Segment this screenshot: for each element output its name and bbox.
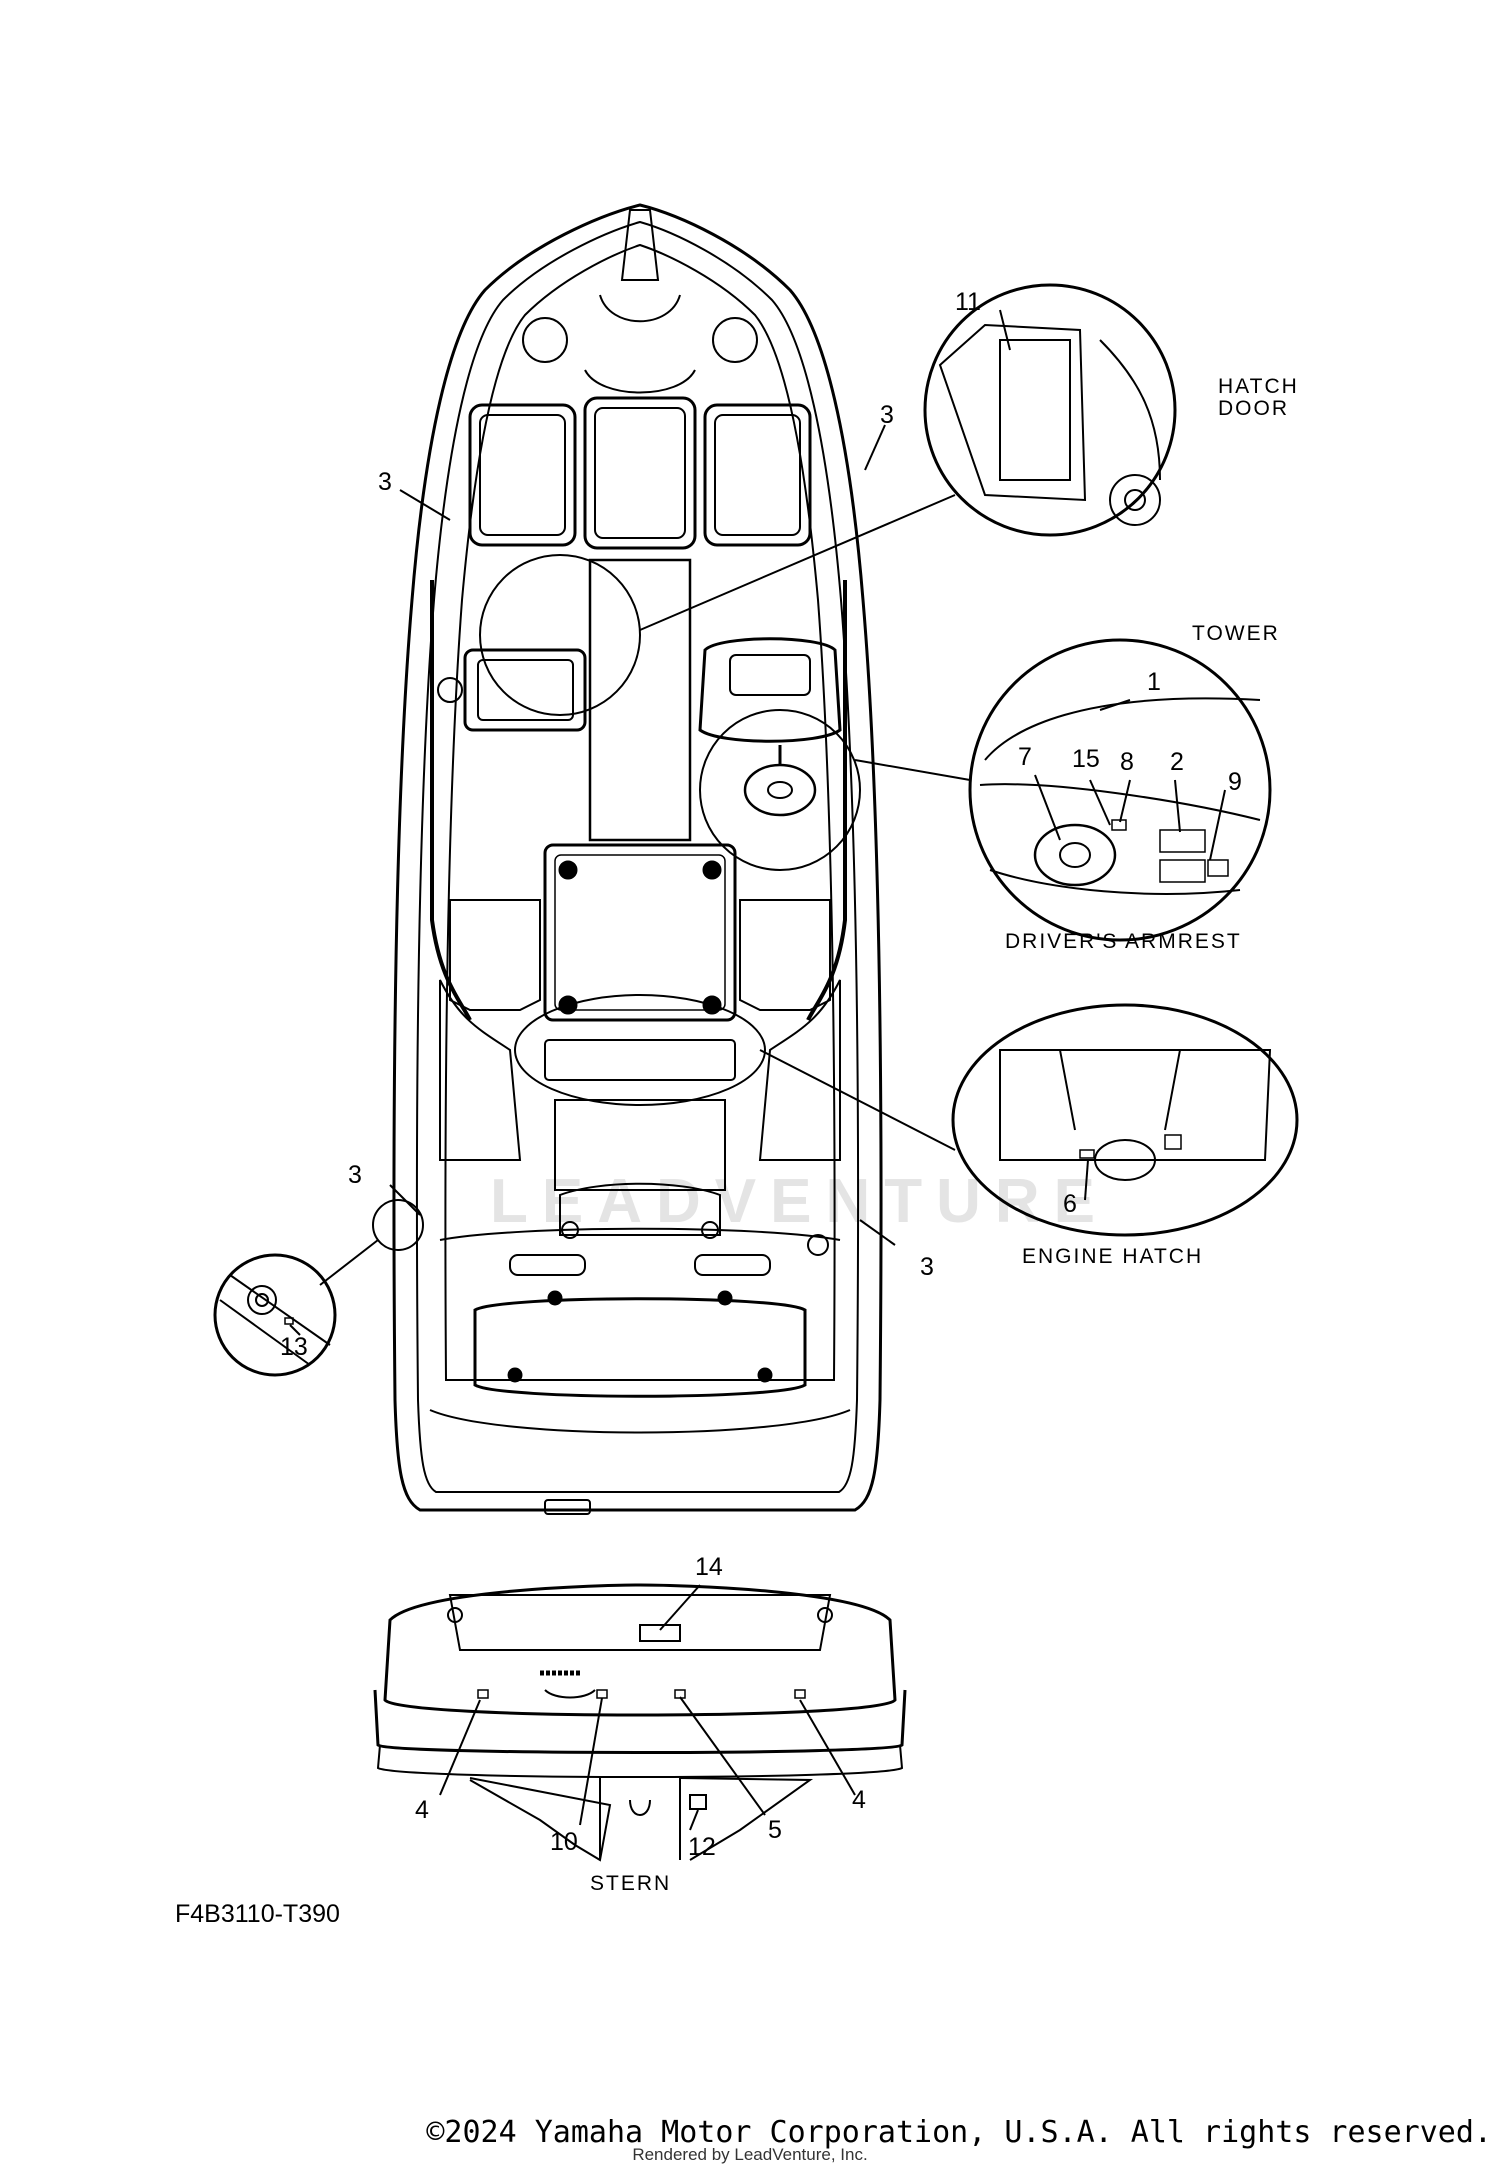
detail-side-decal: [213, 1199, 424, 1377]
part-label-11: 11: [955, 288, 981, 316]
caption-hatch-door-line-1: HATCH: [1218, 375, 1299, 398]
part-label-6: 6: [1063, 1190, 1077, 1218]
part-number-labels: 1 2 3 3 3 3 4 4 5 6 7 8 9 10 11 12 13 14…: [280, 288, 1242, 1861]
boat-hull-top-view: [392, 203, 883, 1515]
part-label-2: 2: [1170, 748, 1184, 776]
detail-hatch-door: [479, 283, 1177, 716]
part-label-13: 13: [280, 1333, 308, 1361]
part-label-3-port-bow: 3: [378, 468, 392, 496]
part-label-3-port-stern: 3: [348, 1161, 362, 1189]
part-label-15: 15: [1072, 745, 1100, 773]
caption-stern: STERN: [590, 1872, 671, 1895]
detail-engine-hatch: [514, 994, 1299, 1237]
part-label-4-starboard: 4: [852, 1786, 866, 1814]
caption-hatch-door: HATCH DOOR: [1218, 375, 1307, 420]
part-label-9: 9: [1228, 768, 1242, 796]
part-label-8: 8: [1120, 748, 1134, 776]
detail-drivers-armrest: [699, 638, 1272, 942]
caption-tower: TOWER: [1192, 622, 1280, 645]
caption-hatch-door-line-2: DOOR: [1218, 397, 1289, 420]
part-label-10: 10: [550, 1828, 578, 1856]
leader-lines: [289, 309, 1226, 1831]
watermark: LEADVENTURE: [490, 1167, 1109, 1236]
stern-view: [373, 1583, 907, 1862]
caption-drivers-armrest: DRIVER'S ARMREST: [1005, 930, 1242, 953]
part-label-3-starboard-bow: 3: [880, 401, 894, 429]
caption-engine-hatch: ENGINE HATCH: [1022, 1245, 1203, 1268]
diagram-reference-code: F4B3110-T390: [175, 1900, 340, 1928]
part-label-1: 1: [1147, 668, 1161, 696]
part-label-7: 7: [1018, 743, 1032, 771]
callout-captions: HATCH DOOR TOWER DRIVER'S ARMREST ENGINE…: [590, 375, 1307, 1895]
part-label-14: 14: [695, 1553, 723, 1581]
part-label-5: 5: [768, 1816, 782, 1844]
part-label-4-port: 4: [415, 1796, 429, 1824]
part-label-3-starboard-stern: 3: [920, 1253, 934, 1281]
rendered-by-notice: Rendered by LeadVenture, Inc.: [632, 2145, 867, 2164]
part-label-12: 12: [688, 1833, 716, 1861]
copyright-notice: ©2024 Yamaha Motor Corporation, U.S.A. A…: [426, 2115, 1492, 2150]
